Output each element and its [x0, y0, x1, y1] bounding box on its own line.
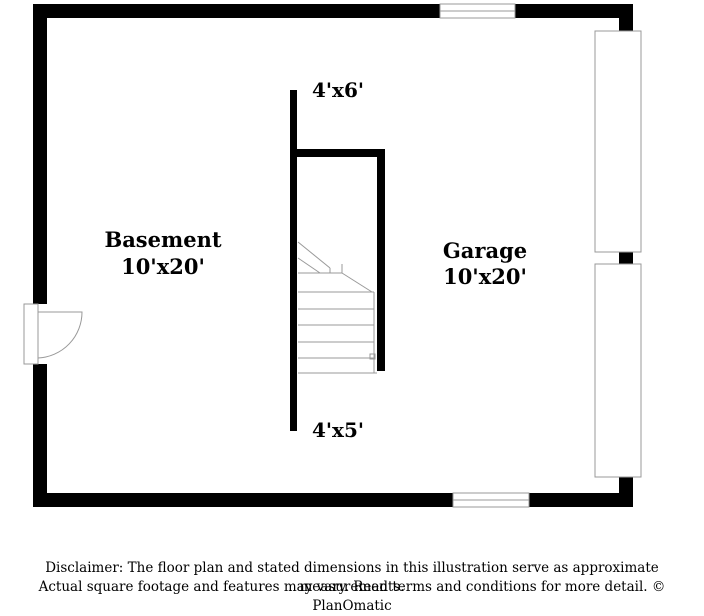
stair-top-dimension: 4'x6' — [312, 78, 364, 102]
disclaimer-line-2: Actual square footage and features may v… — [38, 579, 666, 614]
wall-left-lower — [33, 364, 47, 507]
entry-door — [23, 303, 83, 365]
stair-wall-top — [290, 149, 385, 157]
interior-walls — [290, 90, 385, 431]
window-bottom — [452, 492, 530, 508]
floor-plan: Basement 10'x20' Garage 10'x20' 4'x6' 4'… — [23, 3, 642, 508]
wall-right-bottom — [619, 477, 633, 507]
staircase — [297, 241, 377, 374]
basement-label: Basement — [104, 227, 221, 252]
disclaimer-line-1: Disclaimer: The floor plan and stated di… — [45, 560, 659, 595]
stair-bottom-dimension: 4'x5' — [312, 418, 364, 442]
garage-door-upper — [594, 30, 642, 253]
wall-left-upper — [33, 4, 47, 304]
garage-dimensions: 10'x20' — [443, 264, 527, 289]
window-top — [439, 3, 516, 19]
wall-right-top — [619, 4, 633, 31]
wall-top — [33, 4, 633, 18]
basement-dimensions: 10'x20' — [121, 254, 205, 279]
garage-label: Garage — [443, 238, 527, 263]
partition-wall — [290, 90, 297, 431]
wall-bottom — [33, 493, 633, 507]
stair-wall-right — [377, 149, 385, 371]
wall-right-middle — [619, 252, 633, 264]
garage-door-lower — [594, 263, 642, 478]
